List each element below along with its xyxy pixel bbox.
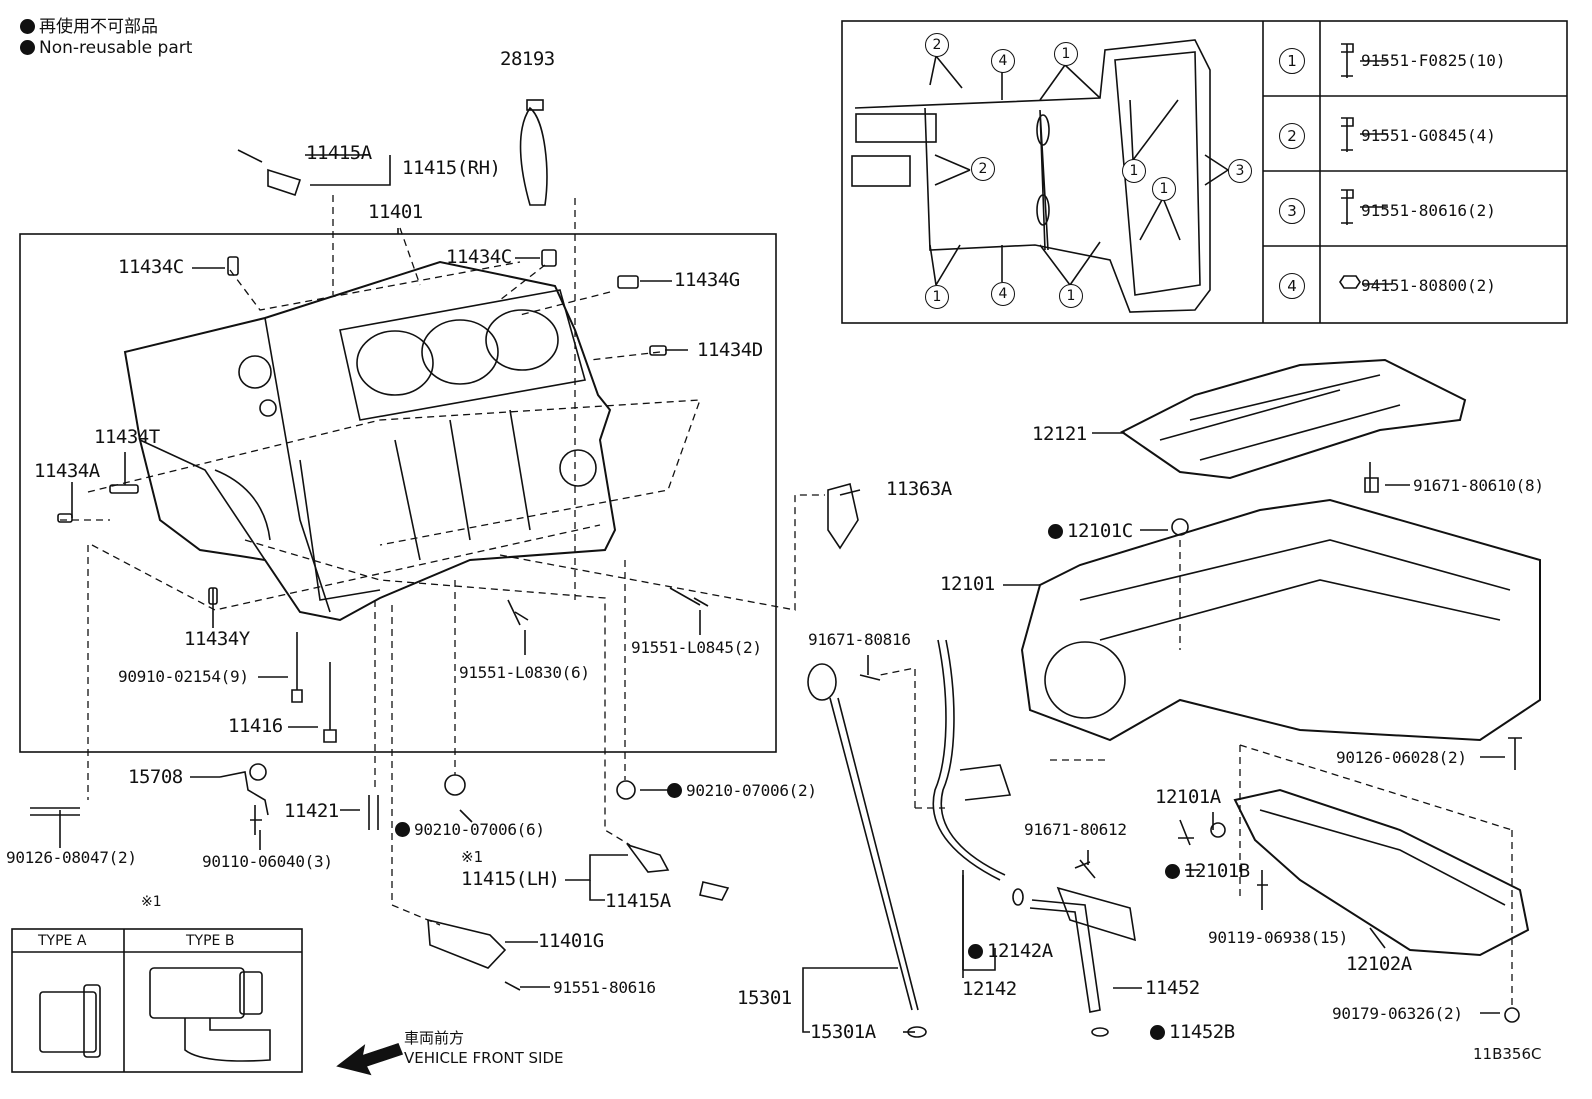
part-label-15301a[interactable]: 15301A	[810, 1021, 876, 1043]
part-label-12142[interactable]: 12142	[962, 978, 1017, 1000]
inset-callout-2b: 2	[971, 157, 995, 181]
part-label-11452b[interactable]: 11452B	[1150, 1021, 1235, 1043]
legend-number-1: 1	[1279, 47, 1305, 74]
part-label-11415a-bottom[interactable]: 11415A	[605, 890, 671, 912]
inset-callout-1c: 1	[1152, 177, 1176, 201]
bullet-dot-icon	[20, 19, 35, 34]
type-box-mark: ※1	[141, 894, 162, 910]
non-reusable-dot-icon	[968, 944, 983, 959]
part-label-11363a[interactable]: 11363A	[886, 478, 952, 500]
part-label-11415-lh[interactable]: 11415(LH)	[461, 868, 560, 890]
part-label-11434t[interactable]: 11434T	[94, 426, 160, 448]
part-label-12101c[interactable]: 12101C	[1048, 520, 1133, 542]
inset-callout-3: 3	[1228, 159, 1252, 183]
inset-callout-1a: 1	[1054, 42, 1078, 66]
non-reusable-dot-icon	[1150, 1025, 1165, 1040]
legend-part-2: 91551-G0845(4)	[1361, 126, 1496, 145]
type-b-label: TYPE B	[186, 933, 235, 949]
part-label-11434c-right[interactable]: 11434C	[446, 246, 512, 268]
non-reusable-dot-icon	[1165, 864, 1180, 879]
type-box	[11, 928, 303, 1073]
non-reusable-note-jp: 再使用不可部品	[20, 12, 158, 37]
part-label-90210-07006-2[interactable]: 90210-07006(2)	[667, 781, 817, 800]
bullet-dot-icon	[20, 40, 35, 55]
part-label-12142a[interactable]: 12142A	[968, 940, 1053, 962]
part-label-11434a[interactable]: 11434A	[34, 460, 100, 482]
legend-row-2[interactable]: 2 91551-G0845(4)	[1263, 98, 1567, 173]
legend-part-3: 91551-80616(2)	[1361, 201, 1496, 220]
part-label-91671-80816[interactable]: 91671-80816	[808, 630, 911, 649]
part-label-11401g[interactable]: 11401G	[538, 930, 604, 952]
part-label-11401[interactable]: 11401	[368, 201, 423, 223]
legend-number-3: 3	[1279, 197, 1305, 224]
non-reusable-dot-icon	[667, 783, 682, 798]
inset-callout-1e: 1	[925, 285, 949, 309]
part-label-11434c-left[interactable]: 11434C	[118, 256, 184, 278]
legend-part-1: 91551-F0825(10)	[1361, 51, 1506, 70]
inset-callout-4b: 4	[991, 282, 1015, 306]
part-label-11452[interactable]: 11452	[1145, 977, 1200, 999]
non-reusable-dot-icon	[395, 822, 410, 837]
type-mark-11415-lh: ※1	[461, 848, 484, 866]
part-label-12101b[interactable]: 12101B	[1165, 860, 1250, 882]
part-label-90179-06326[interactable]: 90179-06326(2)	[1332, 1004, 1463, 1023]
part-label-11434d[interactable]: 11434D	[697, 339, 763, 361]
legend-row-4[interactable]: 4 94151-80800(2)	[1263, 248, 1567, 323]
part-label-12102a[interactable]: 12102A	[1346, 953, 1412, 975]
inset-callout-1d: 1	[1059, 284, 1083, 308]
part-label-11415-rh[interactable]: 11415(RH)	[402, 157, 501, 179]
part-label-90210-07006-6[interactable]: 90210-07006(6)	[395, 820, 545, 839]
diagram-code: 11B356C	[1473, 1045, 1542, 1063]
part-label-12101a[interactable]: 12101A	[1155, 786, 1221, 808]
part-label-91551-l0830[interactable]: 91551-L0830(6)	[459, 663, 590, 682]
part-label-90126-08047[interactable]: 90126-08047(2)	[6, 848, 137, 867]
part-label-91551-l0845[interactable]: 91551-L0845(2)	[631, 638, 762, 657]
part-label-91671-80610[interactable]: 91671-80610(8)	[1413, 476, 1544, 495]
vehicle-front-en: VEHICLE FRONT SIDE	[404, 1049, 564, 1067]
part-label-11434y[interactable]: 11434Y	[184, 628, 250, 650]
non-reusable-note-en: Non-reusable part	[20, 38, 192, 58]
part-label-11434g[interactable]: 11434G	[674, 269, 740, 291]
part-label-11415a-top[interactable]: 11415A	[306, 142, 372, 164]
legend-row-1[interactable]: 1 91551-F0825(10)	[1263, 23, 1567, 98]
inset-callout-4a: 4	[991, 49, 1015, 73]
part-label-12121[interactable]: 12121	[1032, 423, 1087, 445]
inset-frame	[841, 20, 1568, 324]
part-label-12101[interactable]: 12101	[940, 573, 995, 595]
type-a-label: TYPE A	[38, 933, 87, 949]
part-label-90910-02154[interactable]: 90910-02154(9)	[118, 667, 249, 686]
part-label-91671-80612[interactable]: 91671-80612	[1024, 820, 1127, 839]
vehicle-front-jp: 車両前方	[404, 1029, 465, 1047]
part-label-28193[interactable]: 28193	[500, 48, 555, 70]
legend-part-4: 94151-80800(2)	[1361, 276, 1496, 295]
legend-number-4: 4	[1279, 272, 1305, 299]
part-label-11416[interactable]: 11416	[228, 715, 283, 737]
part-label-15301[interactable]: 15301	[737, 987, 792, 1009]
part-label-90110-06040[interactable]: 90110-06040(3)	[202, 852, 333, 871]
non-reusable-dot-icon	[1048, 524, 1063, 539]
inset-callout-2a: 2	[925, 33, 949, 57]
part-label-91551-80616[interactable]: 91551-80616	[553, 978, 656, 997]
part-label-90119-06938[interactable]: 90119-06938(15)	[1208, 928, 1348, 947]
legend-row-3[interactable]: 3 91551-80616(2)	[1263, 173, 1567, 248]
part-label-90126-06028[interactable]: 90126-06028(2)	[1336, 748, 1467, 767]
inset-callout-1b: 1	[1122, 159, 1146, 183]
part-label-11421[interactable]: 11421	[284, 800, 339, 822]
legend-number-2: 2	[1279, 122, 1305, 149]
bolt-legend-table: 1 91551-F0825(10) 2 91551-G0845(4) 3 915…	[1263, 21, 1567, 323]
part-label-15708[interactable]: 15708	[128, 766, 183, 788]
